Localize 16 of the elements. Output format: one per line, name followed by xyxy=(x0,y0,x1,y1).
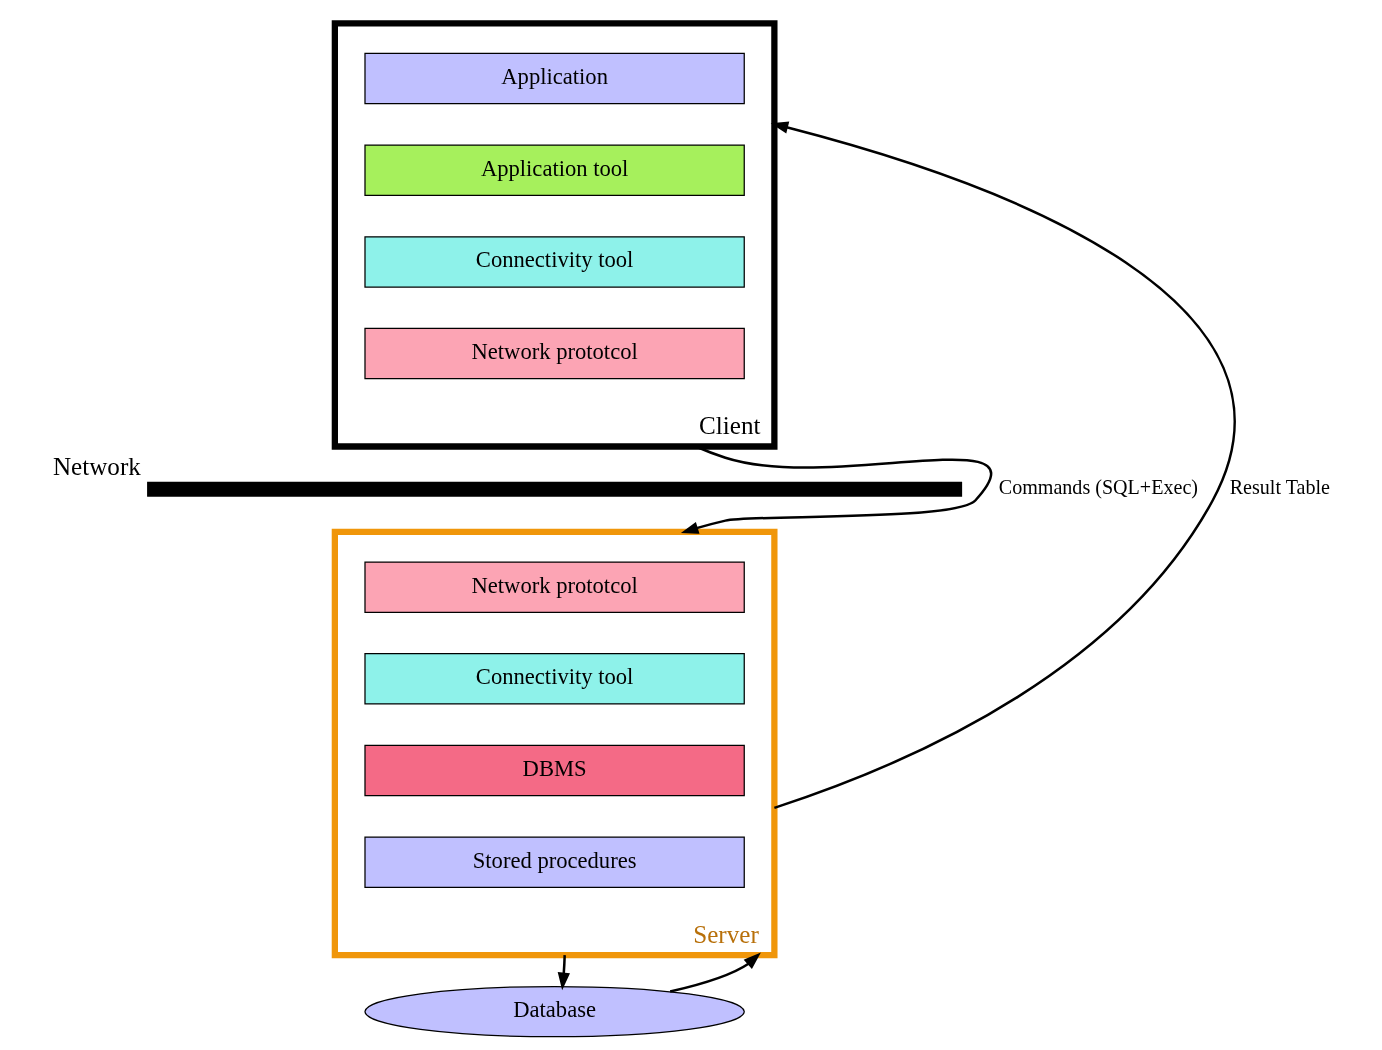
arrow xyxy=(770,121,1235,810)
node-box: Stored procedures xyxy=(363,836,745,888)
node-box: Network prototcol xyxy=(363,327,745,380)
edge-label: Result Table xyxy=(1229,475,1330,498)
node-box: Connectivity tool xyxy=(363,653,745,705)
node-box: Connectivity tool xyxy=(363,236,745,288)
node-ellipse: Database xyxy=(363,985,745,1038)
node-box: Application xyxy=(363,52,745,105)
node-box: Network prototcol xyxy=(363,561,745,613)
arrow xyxy=(557,955,570,991)
node-box: Application tool xyxy=(363,144,745,196)
node-box: DBMS xyxy=(363,744,745,797)
edge-label: Commands (SQL+Exec) xyxy=(998,475,1198,498)
node-label: Network xyxy=(52,452,141,480)
arrow xyxy=(669,952,761,993)
node-box xyxy=(146,481,962,497)
